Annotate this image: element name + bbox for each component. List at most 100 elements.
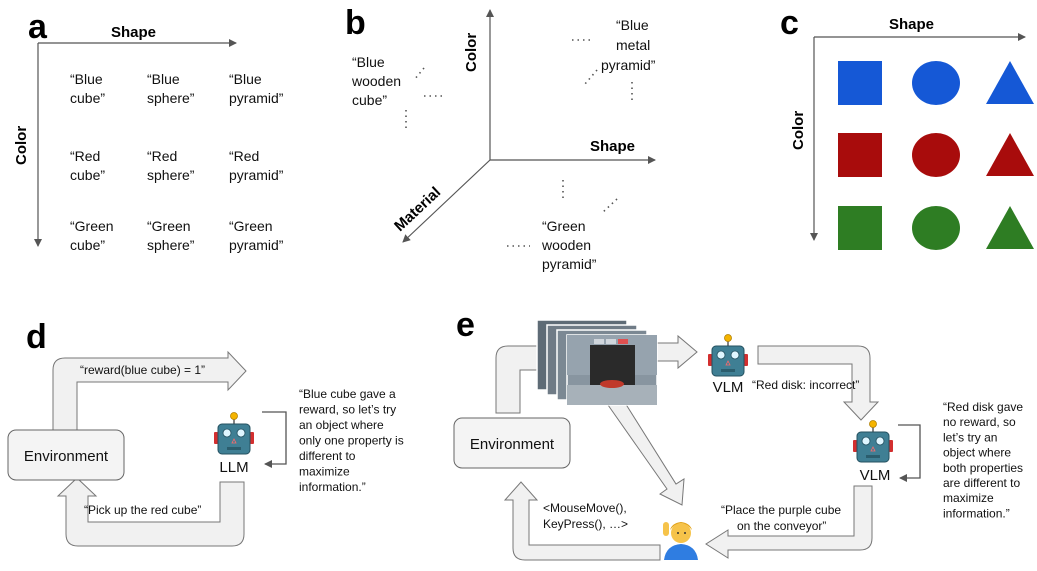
- vlm-top-robot-icon: [707, 333, 749, 377]
- thought-line: reward, so let’s try: [299, 403, 396, 417]
- environment-box: [7, 429, 125, 481]
- grid-cell-line-2: cube”: [70, 167, 105, 183]
- grid-cell-line-2: cube”: [70, 237, 105, 253]
- instruction-message: “Pick up the red cube”: [84, 503, 201, 517]
- triangle-shape: [986, 133, 1034, 176]
- dotted-guide: [413, 67, 425, 81]
- dotted-guide: [584, 69, 598, 85]
- shape-axis-label-b: Shape: [590, 138, 635, 155]
- circle-shape: [912, 133, 960, 177]
- vlm-to-vlm-arrow: [757, 345, 880, 421]
- llm-robot-icon: [213, 411, 255, 455]
- panel-letter-d: d: [26, 318, 47, 356]
- person-to-env-arrow: [503, 481, 661, 561]
- game-frames: [536, 319, 658, 406]
- panel-c-shape-grid: [838, 61, 1034, 250]
- item2-line2: metal: [616, 37, 650, 53]
- color-axis-label-b: Color: [463, 33, 480, 72]
- grid-cell-line-1: “Green: [147, 218, 191, 234]
- environment-box: [453, 417, 571, 469]
- grid-cell-line-1: “Green: [229, 218, 273, 234]
- instruction-line-2: on the conveyor”: [737, 519, 826, 533]
- panel-c: c Shape Color: [780, 4, 1034, 250]
- vlm-right-label: VLM: [860, 467, 891, 484]
- thought-line: different to: [299, 449, 356, 463]
- vlm-right-robot-icon: [852, 419, 894, 463]
- item3-line3: pyramid”: [542, 256, 597, 272]
- circle-shape: [912, 206, 960, 250]
- grid-cell-line-2: sphere”: [147, 237, 195, 253]
- panel-letter-a: a: [28, 8, 48, 46]
- triangle-shape: [986, 61, 1034, 104]
- square-shape: [838, 206, 882, 250]
- thought-line: information.”: [299, 480, 366, 494]
- instruction-line-1: “Place the purple cube: [721, 503, 841, 517]
- thought-line: maximize: [299, 465, 350, 479]
- grid-cell-line-2: cube”: [70, 90, 105, 106]
- square-shape: [838, 133, 882, 177]
- blue-wooden-cube-label: “Blue wooden cube”: [351, 54, 401, 108]
- thought-line: let’s try an: [943, 430, 997, 444]
- grid-cell-line-2: pyramid”: [229, 90, 284, 106]
- grid-cell-line-1: “Green: [70, 218, 114, 234]
- panel-letter-c: c: [780, 4, 799, 42]
- dotted-guide: [601, 198, 618, 214]
- panel-letter-b: b: [345, 4, 366, 42]
- item2-line3: pyramid”: [601, 57, 656, 73]
- blue-metal-pyramid-label: “Blue metal pyramid”: [601, 17, 656, 73]
- panel-e: e Environment VLM “Red disk: incorrect” …: [453, 306, 1023, 561]
- color-axis-label-a: Color: [13, 126, 30, 165]
- frames-to-vlm-arrow: [654, 334, 698, 370]
- environment-label: Environment: [24, 448, 109, 465]
- vlm-feedback-message: “Red disk: incorrect”: [752, 378, 859, 392]
- thought-line: no reward, so: [943, 415, 1016, 429]
- thought-line: maximize: [943, 491, 994, 505]
- bottom-loop-arrow: [56, 477, 245, 547]
- grid-cell-line-1: “Blue: [147, 71, 180, 87]
- grid-cell-line-2: sphere”: [147, 167, 195, 183]
- frames-to-person-arrow: [607, 397, 685, 506]
- panel-b: b Color Shape Material “Blue wooden cube…: [345, 4, 656, 272]
- material-axis-b: [402, 159, 491, 243]
- thought-line: are different to: [943, 476, 1020, 490]
- grid-cell-line-2: pyramid”: [229, 237, 284, 253]
- grid-cell-line-1: “Blue: [229, 71, 262, 87]
- item3-line1: “Green: [542, 218, 586, 234]
- panel-a: a Shape Color “Bluecube”“Bluesphere”“Blu…: [13, 8, 284, 253]
- vlm-to-person-arrow: [705, 485, 873, 559]
- action-line-2: KeyPress(), …>: [543, 517, 628, 531]
- vlm-top-label: VLM: [713, 379, 744, 396]
- grid-cell-line-1: “Blue: [70, 71, 103, 87]
- thought-line: both properties: [943, 461, 1023, 475]
- shape-axis-label-c: Shape: [889, 16, 934, 33]
- item3-line2: wooden: [541, 237, 591, 253]
- reward-message: “reward(blue cube) = 1”: [80, 363, 205, 377]
- grid-cell-line-2: sphere”: [147, 90, 195, 106]
- self-reflection-arrow: [262, 411, 287, 468]
- item1-line3: cube”: [352, 92, 387, 108]
- red-disk: [600, 380, 624, 388]
- triangle-shape: [986, 206, 1034, 249]
- llm-thought: “Blue cube gave a reward, so let’s tryan …: [299, 387, 404, 494]
- thought-line: object where: [943, 446, 1011, 460]
- grid-cell-line-1: “Red: [70, 148, 100, 164]
- panel-d: d Environment LLM “reward(blue cube) = 1…: [7, 318, 404, 547]
- env-to-frames-arrow: [495, 345, 539, 414]
- grid-cell-line-1: “Red: [147, 148, 177, 164]
- thought-line: “Blue cube gave a: [299, 387, 396, 401]
- color-axis-label-c: Color: [790, 111, 807, 150]
- thought-line: only one property is: [299, 434, 404, 448]
- action-line-1: <MouseMove(),: [543, 501, 627, 515]
- thought-line: information.”: [943, 506, 1010, 520]
- environment-label: Environment: [470, 436, 555, 453]
- panel-letter-e: e: [456, 306, 475, 344]
- item1-line1: “Blue: [352, 54, 385, 70]
- panel-a-grid: “Blue cube” “Blue sphere” “Blue pyramid” “Red c…: [70, 71, 284, 253]
- person-raising-hand-icon: [663, 522, 698, 560]
- item1-line2: wooden: [351, 73, 401, 89]
- thought-line: an object where: [299, 418, 384, 432]
- top-loop-arrow: [52, 350, 247, 433]
- shape-axis-label-a: Shape: [111, 24, 156, 41]
